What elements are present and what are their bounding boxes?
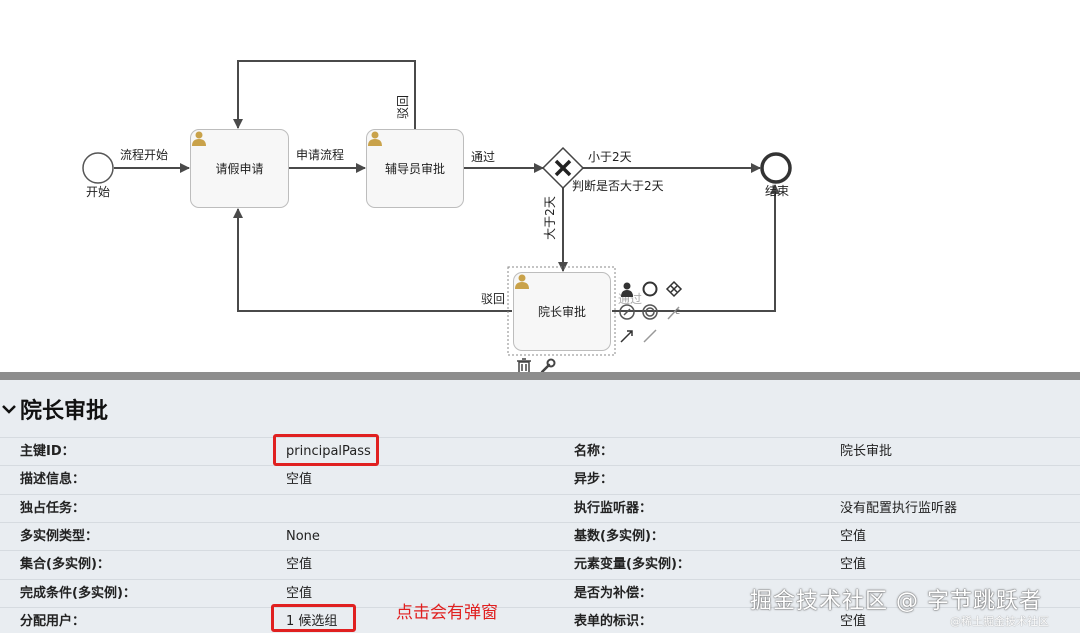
property-key: 分配用户： <box>20 613 86 629</box>
flow-reject-counselor[interactable] <box>233 60 416 129</box>
flow-label-apply: 申请流程 <box>296 148 345 162</box>
property-value[interactable]: 院长审批 <box>840 444 893 459</box>
property-key: 集合(多实例)： <box>20 557 110 573</box>
flow-label-reject-counselor: 驳回 <box>396 94 411 120</box>
property-row: 主键ID： principalPass 名称： 院长审批 <box>0 437 1080 466</box>
line-tool-icon[interactable] <box>643 329 657 343</box>
task-label: 辅导员审批 <box>384 162 445 176</box>
property-key: 名称： <box>574 444 614 459</box>
properties-panel: 院长审批 主键ID： principalPass 名称： 院长审批描述信息： 空值 异步：… <box>0 380 1080 633</box>
task-label: 请假申请 <box>215 162 264 176</box>
task-leave-apply[interactable]: 请假申请 <box>190 129 289 208</box>
exclusive-gateway[interactable] <box>541 146 585 190</box>
user-icon <box>192 131 206 146</box>
user-icon <box>368 131 382 146</box>
property-key: 完成条件(多实例)： <box>20 585 136 601</box>
property-value[interactable]: 空值 <box>286 585 313 601</box>
watermark: 掘金技术社区 @ 字节跳跃者 <box>750 589 1042 614</box>
chevron-down-icon[interactable] <box>0 400 18 418</box>
property-key: 多实例类型： <box>20 528 99 544</box>
start-event-label: 开始 <box>86 185 111 199</box>
flow-label-pass: 通过 <box>471 150 496 164</box>
property-value[interactable]: 没有配置执行监听器 <box>840 500 958 516</box>
highlight-box-assignee <box>271 604 356 632</box>
connect-icon[interactable] <box>667 306 680 320</box>
property-value[interactable]: 空值 <box>840 557 867 573</box>
append-end-event-icon[interactable] <box>642 281 658 297</box>
property-row: 描述信息： 空值 异步： <box>0 465 1080 494</box>
highlight-box-id <box>273 434 379 466</box>
property-row: 分配用户： 1 候选组 表单的标识： 空值 <box>0 606 1080 636</box>
property-key: 元素变量(多实例)： <box>574 557 690 573</box>
flow-connectors <box>82 60 792 356</box>
task-label: 院长审批 <box>537 305 586 319</box>
append-boundary-event-icon[interactable] <box>642 304 658 320</box>
connect-icon-glyph: c <box>675 307 680 317</box>
end-event-label: 结束 <box>765 184 790 198</box>
context-pad: c <box>619 280 683 343</box>
flow-label-reject-dean: 驳回 <box>481 292 506 306</box>
property-key: 主键ID： <box>20 444 75 459</box>
property-value[interactable]: None <box>286 528 320 544</box>
property-key: 描述信息： <box>20 472 86 488</box>
property-key: 基数(多实例)： <box>574 528 664 544</box>
bpmn-canvas[interactable]: 请假申请 辅导员审批 院长审批 开始 结束 判断是否大于2天 流程开始 申请流程… <box>0 0 1080 374</box>
watermark-sub: @稀土掘金技术社区 <box>950 615 1049 628</box>
property-row: 多实例类型： None 基数(多实例)： 空值 <box>0 521 1080 551</box>
property-value[interactable]: 空值 <box>286 472 313 488</box>
property-key: 表单的标识： <box>574 613 653 629</box>
property-row: 集合(多实例)： 空值 元素变量(多实例)： 空值 <box>0 550 1080 579</box>
property-value[interactable]: 1 候选组 <box>286 613 338 629</box>
flow-reject-dean[interactable] <box>233 208 512 312</box>
user-icon <box>515 274 529 289</box>
flow-dean-pass[interactable] <box>612 184 780 312</box>
end-event[interactable] <box>760 152 792 184</box>
append-gateway-icon[interactable] <box>665 280 683 298</box>
property-value[interactable]: 空值 <box>840 528 867 544</box>
flow-label-less: 小于2天 <box>588 150 632 164</box>
gateway-label: 判断是否大于2天 <box>572 179 664 193</box>
start-event[interactable] <box>82 152 114 184</box>
panel-title-text: 院长审批 <box>20 399 109 424</box>
property-value[interactable]: principalPass <box>286 444 371 459</box>
selection-box <box>507 266 616 356</box>
property-key: 是否为补偿： <box>574 585 653 601</box>
flow-label-start: 流程开始 <box>120 148 169 162</box>
property-key: 执行监听器： <box>574 500 653 516</box>
property-key: 独占任务： <box>20 500 86 516</box>
append-user-task-icon[interactable] <box>621 282 633 298</box>
arrow-tool-icon[interactable] <box>620 330 633 343</box>
property-value[interactable]: 空值 <box>286 557 313 573</box>
property-value[interactable]: 空值 <box>840 613 867 629</box>
popup-note: 点击会有弹窗 <box>396 603 498 623</box>
task-dean-approve[interactable]: 院长审批 <box>513 272 611 351</box>
flow-label-more: 大于2天 <box>542 196 557 240</box>
panel-title[interactable]: 院长审批 <box>0 394 108 424</box>
wrench-icon[interactable] <box>540 358 556 374</box>
splitter-bar[interactable] <box>0 372 1080 380</box>
task-counselor-approve[interactable]: 辅导员审批 <box>366 129 464 208</box>
property-row: 独占任务： 执行监听器： 没有配置执行监听器 <box>0 493 1080 523</box>
append-intermediate-event-icon[interactable] <box>619 304 635 320</box>
property-key: 异步： <box>574 472 614 488</box>
property-row: 完成条件(多实例)： 空值 是否为补偿： <box>0 578 1080 608</box>
